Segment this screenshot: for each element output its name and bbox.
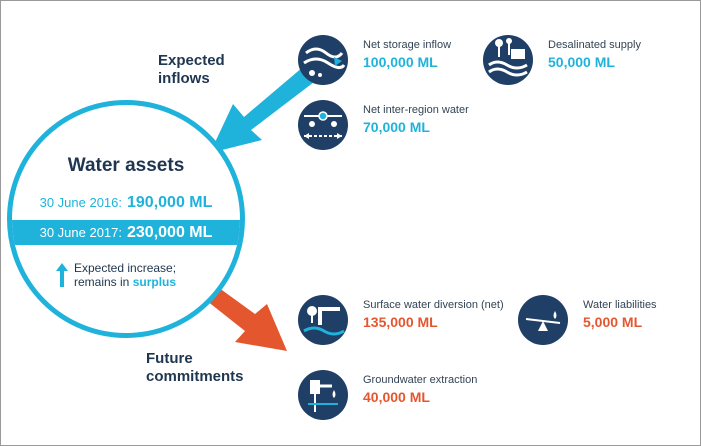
assets-row-2016: 30 June 2016: 190,000 ML <box>12 191 240 215</box>
groundwater-extraction-value: 40,000 ML <box>363 389 430 405</box>
water-assets-title: Water assets <box>67 155 185 176</box>
assets-date-2016: 30 June 2016: <box>39 195 122 210</box>
bore-pump-icon <box>298 370 348 420</box>
desalinated-supply-value: 50,000 ML <box>548 54 615 70</box>
assets-date-2017: 30 June 2017: <box>39 225 122 240</box>
desalination-plant-icon <box>483 35 533 85</box>
commitment-arrow-icon <box>202 285 287 351</box>
water-assets-circle: Water assets 30 June 2016: 190,000 ML 30 … <box>7 100 245 338</box>
note-line-1: Expected increase; <box>74 261 177 275</box>
net-inter-region-water-label: Net inter-region water <box>363 104 469 116</box>
surface-water-diversion-label: Surface water diversion (net) <box>363 299 504 311</box>
desalinated-supply-label: Desalinated supply <box>548 39 641 51</box>
balance-scale-icon <box>518 295 568 345</box>
surplus-highlight: surplus <box>132 275 177 289</box>
assets-note: Expected increase; remains in surplus <box>56 261 232 289</box>
river-flow-icon <box>298 35 348 85</box>
groundwater-extraction-label: Groundwater extraction <box>363 374 478 386</box>
pipe-diversion-icon <box>298 295 348 345</box>
note-line-2: remains in surplus <box>74 275 177 289</box>
surface-water-diversion-value: 135,000 ML <box>363 314 438 330</box>
future-commitments-heading: Future commitments <box>146 350 244 385</box>
assets-row-2017: 30 June 2017: 230,000 ML <box>12 220 240 245</box>
inter-region-icon <box>298 100 348 150</box>
water-liabilities-value: 5,000 ML <box>583 314 643 330</box>
assets-value-2017: 230,000 ML <box>127 224 213 241</box>
net-storage-inflow-label: Net storage inflow <box>363 39 452 51</box>
assets-value-2016: 190,000 ML <box>127 194 213 211</box>
up-arrow-icon <box>56 263 68 287</box>
water-liabilities-label: Water liabilities <box>583 299 657 311</box>
inflow-arrow-icon <box>210 67 318 153</box>
net-storage-inflow-value: 100,000 ML <box>363 54 438 70</box>
expected-inflows-heading: Expected inflows <box>158 52 225 87</box>
net-inter-region-water-value: 70,000 ML <box>363 119 430 135</box>
